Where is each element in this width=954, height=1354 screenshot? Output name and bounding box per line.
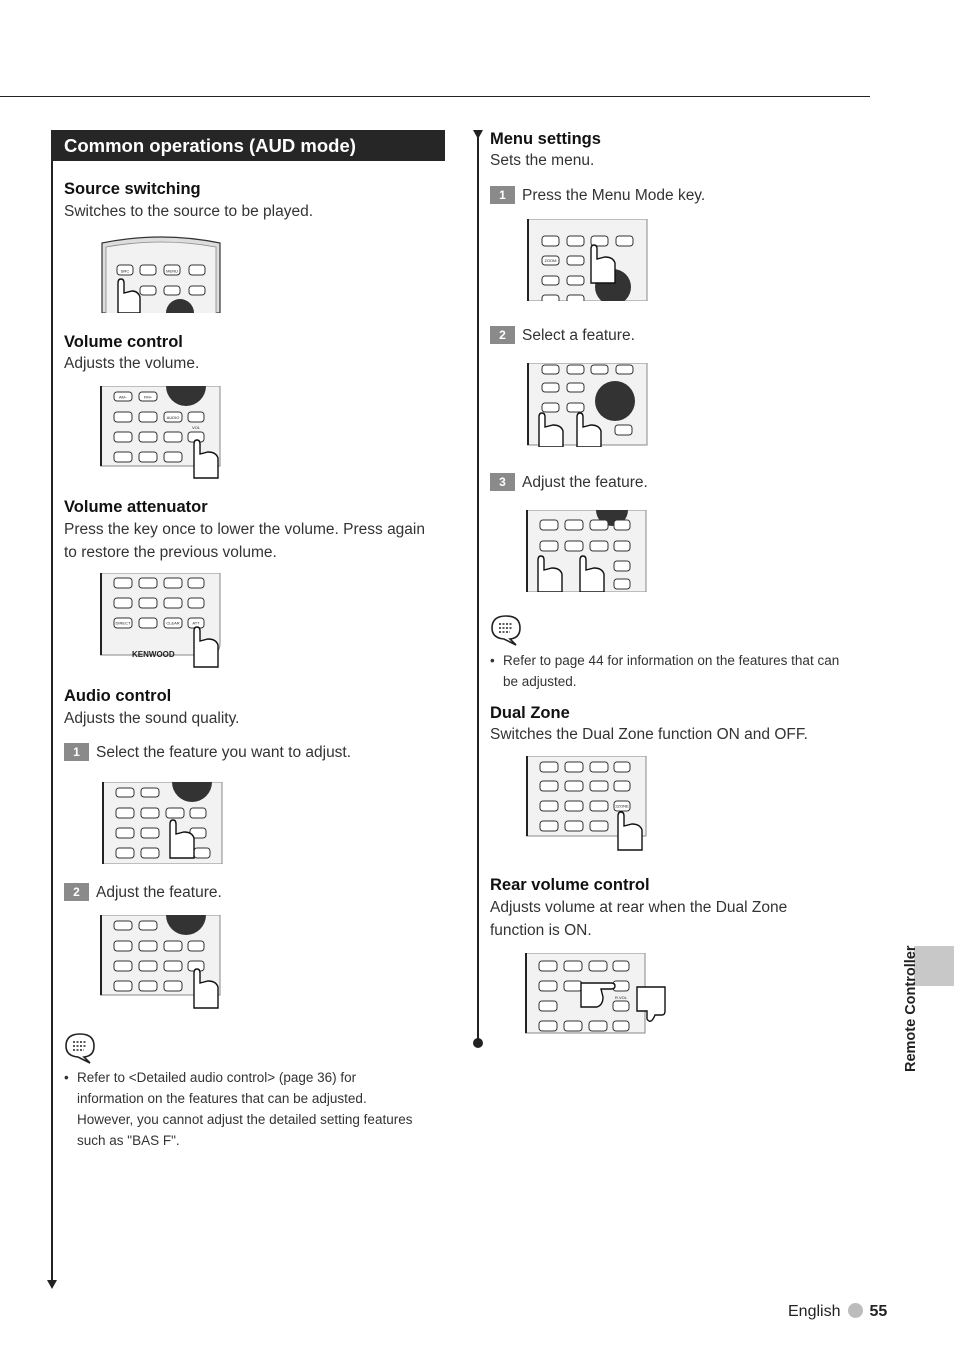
audio-key-label: AUDIO xyxy=(167,415,180,420)
audio-note: • Refer to <Detailed audio control> (pag… xyxy=(64,1067,444,1151)
note-line: such as "BAS F". xyxy=(77,1133,180,1148)
source-text: Switches to the source to be played. xyxy=(64,203,314,220)
step-label: Adjust the feature. xyxy=(96,884,222,901)
rear-volume-text-1: Adjusts volume at rear when the Dual Zon… xyxy=(490,899,788,916)
remote-source-image: SRC MENU xyxy=(100,233,222,313)
right-column-line xyxy=(477,136,479,1042)
note-icon xyxy=(490,614,524,646)
remote-menu-select-image xyxy=(527,363,651,447)
step-number: 2 xyxy=(490,326,515,344)
menu-step-1: 1 Press the Menu Mode key. xyxy=(490,186,705,206)
top-rule xyxy=(0,96,870,97)
step-label: Adjust the feature. xyxy=(522,474,648,491)
remote-menu-key-image: ZOOM xyxy=(527,219,651,301)
note-bullet: • xyxy=(64,1070,69,1085)
step-number: 3 xyxy=(490,473,515,491)
volume-text: Adjusts the volume. xyxy=(64,355,200,372)
note-line: information on the features that can be … xyxy=(77,1091,367,1106)
rear-volume-heading: Rear volume control xyxy=(490,876,650,894)
end-dot xyxy=(473,1038,483,1048)
note-line: be adjusted. xyxy=(503,674,577,689)
remote-audio-adjust-image xyxy=(100,915,222,1010)
step-label: Select the feature you want to adjust. xyxy=(96,744,352,761)
menu-step-3: 3 Adjust the feature. xyxy=(490,473,648,493)
volume-heading: Volume control xyxy=(64,333,183,351)
rvol-key-label: R.VOL xyxy=(615,995,628,1000)
attenuator-heading: Volume attenuator xyxy=(64,498,208,516)
menu-note: • Refer to page 44 for information on th… xyxy=(490,650,870,692)
att-key-label: ATT xyxy=(192,621,200,626)
attenuator-text-1: Press the key once to lower the volume. … xyxy=(64,521,425,538)
step-number: 1 xyxy=(64,743,89,761)
left-column-line xyxy=(51,161,53,1285)
remote-dual-zone-image: 2ZONE xyxy=(526,756,650,852)
note-line: Refer to <Detailed audio control> (page … xyxy=(77,1070,357,1085)
audio-text: Adjusts the sound quality. xyxy=(64,710,240,727)
step-label: Select a feature. xyxy=(522,327,635,344)
src-key-label: SRC xyxy=(121,269,130,274)
note-icon xyxy=(64,1032,98,1064)
zoom-key-label: ZOOM xyxy=(545,258,557,263)
side-label: Remote Controller xyxy=(903,945,919,1073)
attenuator-text-2: to restore the previous volume. xyxy=(64,544,277,561)
page-footer: English 55 xyxy=(788,1301,887,1323)
remote-audio-select-image xyxy=(102,782,226,864)
am-key-label: AM− xyxy=(119,395,128,400)
continue-arrow-left xyxy=(47,1280,57,1289)
dual-zone-heading: Dual Zone xyxy=(490,704,570,722)
step-number: 1 xyxy=(490,186,515,204)
menu-text: Sets the menu. xyxy=(490,152,595,169)
source-heading: Source switching xyxy=(64,180,201,198)
audio-heading: Audio control xyxy=(64,687,172,705)
footer-circle-icon xyxy=(848,1303,864,1318)
audio-step-1: 1 Select the feature you want to adjust. xyxy=(64,743,351,763)
remote-attenuator-image: DIRECT CLEAR ATT KENWOOD xyxy=(100,573,222,669)
note-bullet: • xyxy=(490,653,495,668)
step-number: 2 xyxy=(64,883,89,901)
start-arrow-right xyxy=(473,130,483,139)
remote-volume-image: AM− FM+ AUDIO VOL xyxy=(100,386,222,480)
dual-zone-text: Switches the Dual Zone function ON and O… xyxy=(490,726,808,743)
zone-key-label: 2ZONE xyxy=(615,804,629,809)
menu-step-2: 2 Select a feature. xyxy=(490,326,635,346)
direct-key-label: DIRECT xyxy=(116,621,131,626)
note-line: Refer to page 44 for information on the … xyxy=(503,653,840,668)
remote-menu-adjust-image xyxy=(526,510,650,592)
step-label: Press the Menu Mode key. xyxy=(522,187,706,204)
remote-rear-volume-image: R.VOL xyxy=(525,953,670,1035)
clear-key-label: CLEAR xyxy=(166,621,179,626)
menu-key-label: MENU xyxy=(166,269,178,274)
audio-step-2: 2 Adjust the feature. xyxy=(64,883,222,903)
section-title: Common operations (AUD mode) xyxy=(51,130,445,161)
note-line: However, you cannot adjust the detailed … xyxy=(77,1112,413,1127)
menu-heading: Menu settings xyxy=(490,130,601,148)
brand-label: KENWOOD xyxy=(132,650,175,659)
side-tab xyxy=(914,946,954,986)
footer-language: English xyxy=(788,1303,841,1320)
page-number: 55 xyxy=(869,1303,888,1320)
rear-volume-text-2: function is ON. xyxy=(490,922,592,939)
fm-key-label: FM+ xyxy=(144,395,153,400)
vol-key-label: VOL xyxy=(192,425,201,430)
